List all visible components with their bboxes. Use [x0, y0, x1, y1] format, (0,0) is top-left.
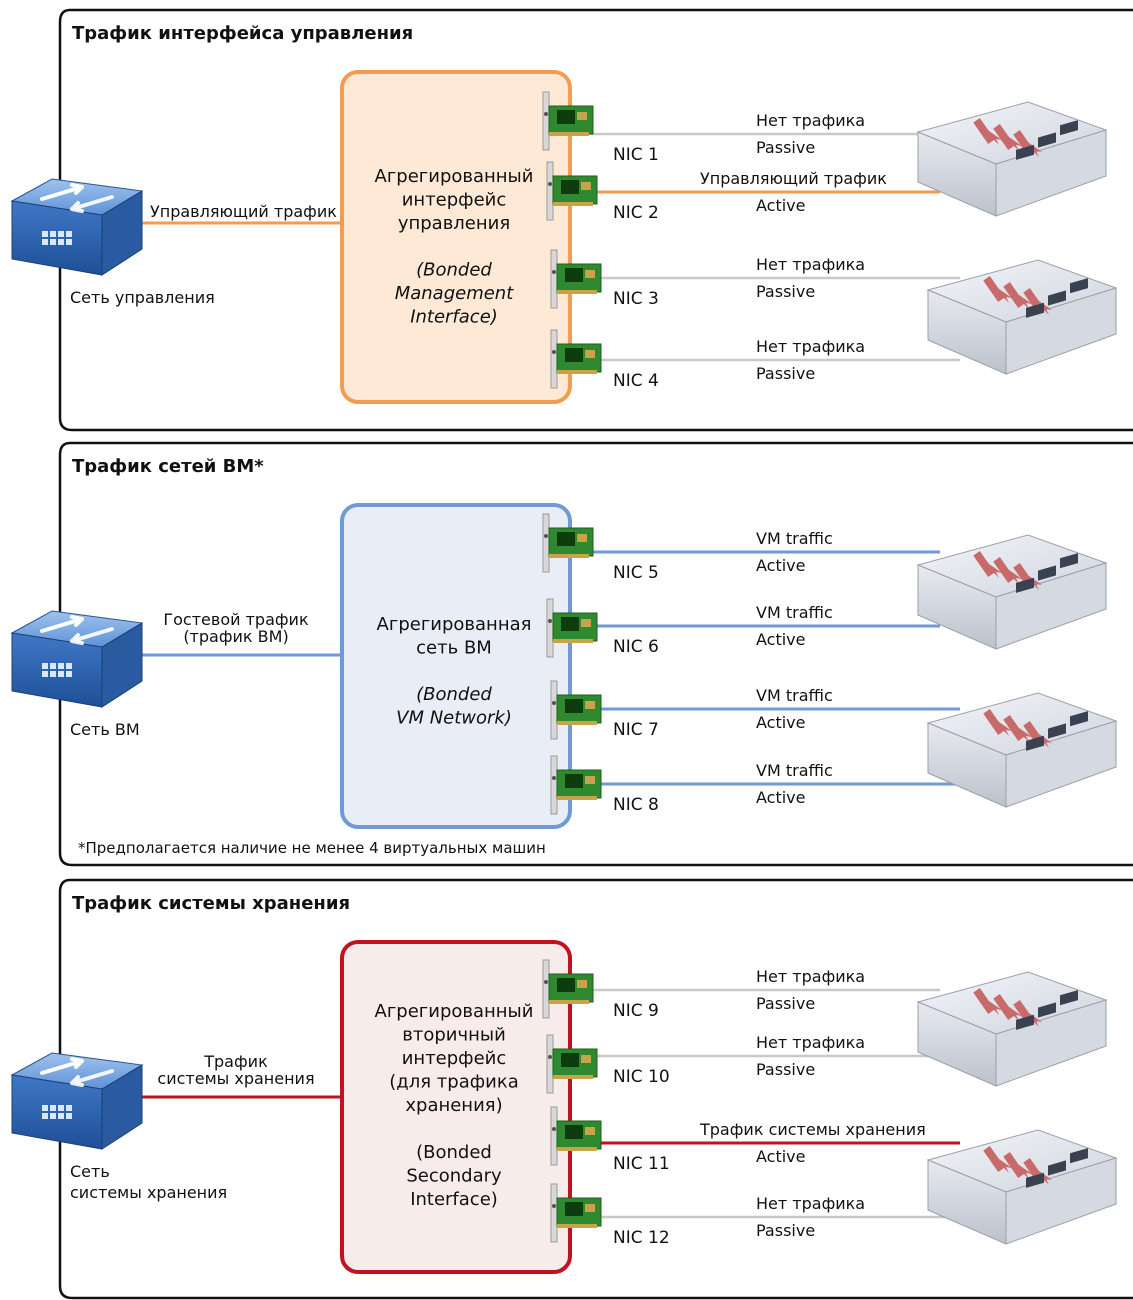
network-label: Сеть ВМ: [70, 720, 140, 739]
nic-label: NIC 8: [613, 795, 659, 815]
network-label: системы хранения: [70, 1183, 227, 1202]
nic-card-icon: [542, 513, 594, 573]
nic-label: NIC 1: [613, 145, 659, 165]
bond-label-line: хранения): [405, 1095, 502, 1116]
traffic-label: Нет трафика: [756, 1194, 865, 1213]
bond-label-line: Агрегированная: [377, 614, 532, 635]
nic-card-icon: [550, 329, 602, 389]
nic-label: NIC 5: [613, 563, 659, 583]
network-label: Сеть: [70, 1162, 110, 1181]
network-label: Сеть управления: [70, 288, 215, 307]
bond-label-line: управления: [398, 213, 510, 234]
link-label: Гостевой трафик: [163, 610, 309, 629]
bond-box: [340, 940, 572, 1274]
physical-switch-icon: [916, 101, 1108, 217]
physical-switch-icon: [916, 534, 1108, 650]
mode-label: Passive: [756, 1060, 815, 1079]
mode-label: Passive: [756, 994, 815, 1013]
network-switch-icon: [10, 1052, 144, 1150]
traffic-label: Нет трафика: [756, 255, 865, 274]
link-label: системы хранения: [157, 1069, 314, 1088]
bond-italic-line: Interface): [410, 307, 498, 328]
bond-label-line: Агрегированный: [375, 166, 534, 187]
bond-italic-line: (Bonded: [416, 260, 492, 281]
traffic-label: VM traffic: [756, 761, 833, 780]
link-label: (трафик ВМ): [183, 627, 288, 646]
bond-italic-line: (Bonded: [416, 684, 492, 705]
bond-label-line: сеть ВМ: [416, 638, 492, 659]
nic-label: NIC 10: [613, 1067, 670, 1087]
nic-label: NIC 2: [613, 203, 659, 223]
nic-label: NIC 12: [613, 1228, 670, 1248]
bond-label-line: интерфейс: [402, 1048, 507, 1069]
mode-label: Active: [756, 196, 806, 215]
bond-label-line: вторичный: [402, 1025, 506, 1046]
physical-switch-icon: [916, 971, 1108, 1087]
nic-label: NIC 7: [613, 720, 659, 740]
nic-card-icon: [550, 1183, 602, 1243]
bond-label-line: Interface): [410, 1189, 498, 1210]
bond-label-line: (Bonded: [416, 1142, 492, 1163]
bond-italic-line: Management: [395, 283, 515, 304]
link-label: Управляющий трафик: [150, 202, 337, 221]
nic-card-icon: [542, 91, 594, 151]
nic-card-icon: [546, 161, 598, 221]
traffic-label: Нет трафика: [756, 337, 865, 356]
mode-label: Passive: [756, 138, 815, 157]
panel-frame: [58, 878, 1133, 1300]
link-label: Трафик: [203, 1052, 268, 1071]
bond-italic-line: VM Network): [396, 708, 512, 729]
bond-box: [340, 70, 572, 404]
physical-switch-icon: [926, 259, 1118, 375]
bond-label-line: Агрегированный: [375, 1001, 534, 1022]
mode-label: Passive: [756, 364, 815, 383]
traffic-label: VM traffic: [756, 529, 833, 548]
nic-card-icon: [542, 959, 594, 1019]
bond-label-line: Secondary: [406, 1166, 502, 1187]
nic-label: NIC 3: [613, 289, 659, 309]
panel-3: Трафик системы храненияАгрегированныйвто…: [10, 878, 1133, 1300]
panel-2: Трафик сетей ВМ* Агрегированная сеть ВМ (Bo…: [10, 441, 1133, 867]
network-switch-icon: [10, 178, 144, 276]
panel-1: Трафик интерфейса управленияАгрегированн…: [10, 8, 1133, 432]
traffic-label: VM traffic: [756, 603, 833, 622]
panel-title: Трафик интерфейса управления: [72, 23, 413, 44]
physical-switch-icon: [926, 1129, 1118, 1245]
traffic-label: Нет трафика: [756, 967, 865, 986]
bond-box: [340, 503, 572, 829]
nic-label: NIC 9: [613, 1001, 659, 1021]
traffic-label: VM traffic: [756, 686, 833, 705]
nic-label: NIC 6: [613, 637, 659, 657]
mode-label: Active: [756, 556, 806, 575]
bond-label-line: (для трафика: [389, 1072, 518, 1093]
mode-label: Active: [756, 713, 806, 732]
physical-switch-icon: [926, 692, 1118, 808]
nic-card-icon: [550, 249, 602, 309]
nic-card-icon: [546, 598, 598, 658]
traffic-label: Трафик системы хранения: [699, 1120, 926, 1139]
nic-card-icon: [546, 1034, 598, 1094]
panel-title: Трафик сетей ВМ*: [72, 456, 264, 477]
mode-label: Active: [756, 788, 806, 807]
nic-card-icon: [550, 755, 602, 815]
traffic-label: Нет трафика: [756, 1033, 865, 1052]
mode-label: Active: [756, 1147, 806, 1166]
mode-label: Passive: [756, 282, 815, 301]
bond-label-line: интерфейс: [402, 190, 507, 211]
panel-title: Трафик системы хранения: [72, 893, 350, 914]
nic-label: NIC 4: [613, 371, 659, 391]
nic-card-icon: [550, 680, 602, 740]
traffic-label: Управляющий трафик: [700, 169, 887, 188]
mode-label: Active: [756, 630, 806, 649]
traffic-label: Нет трафика: [756, 111, 865, 130]
nic-label: NIC 11: [613, 1154, 670, 1174]
mode-label: Passive: [756, 1221, 815, 1240]
footnote: *Предполагается наличие не менее 4 вирту…: [78, 839, 546, 857]
nic-card-icon: [550, 1106, 602, 1166]
network-switch-icon: [10, 610, 144, 708]
